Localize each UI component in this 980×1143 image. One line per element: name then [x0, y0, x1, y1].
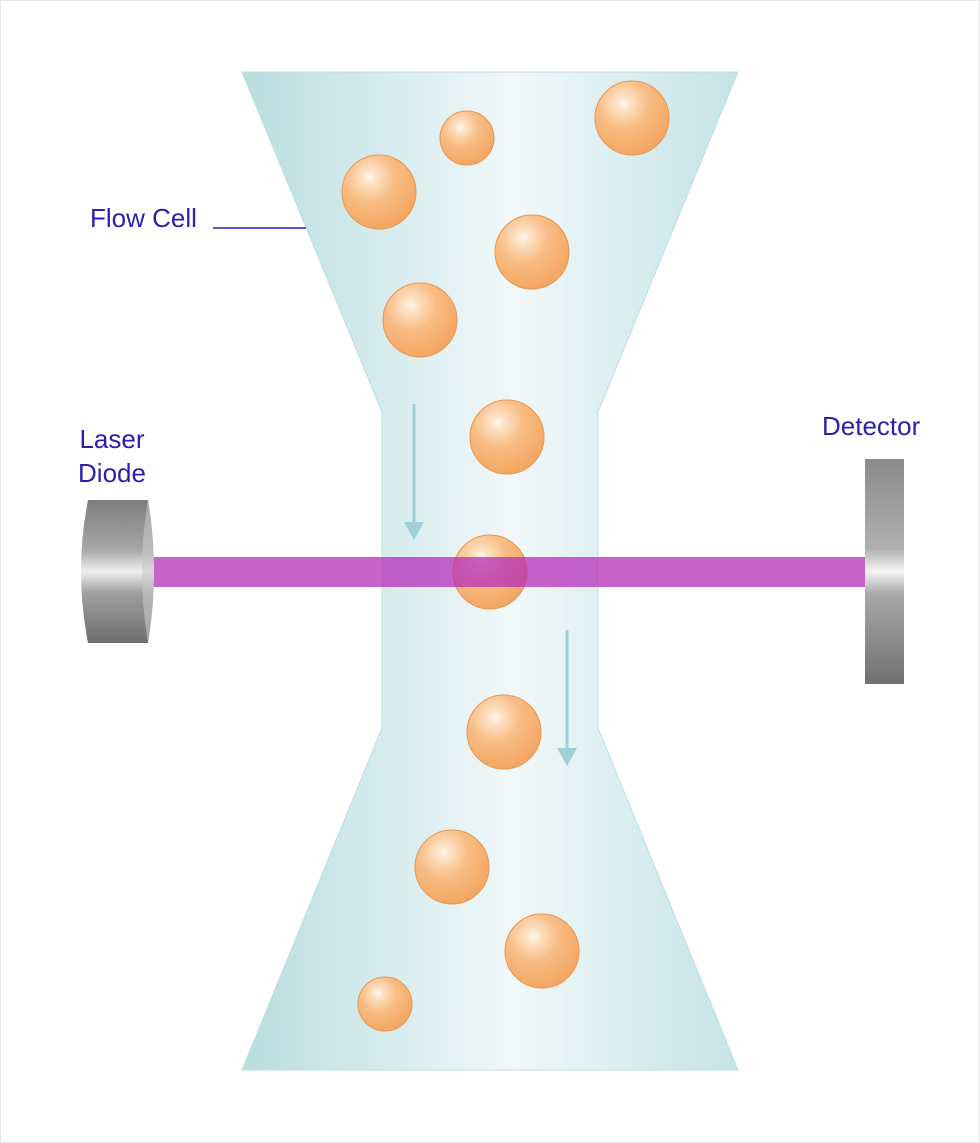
laser-diode-label: Laser Diode — [66, 423, 158, 491]
particle — [504, 913, 580, 989]
particle — [341, 154, 417, 230]
flow-cell-label: Flow Cell — [90, 203, 197, 233]
laser-beam — [152, 557, 868, 587]
particle — [469, 399, 545, 475]
particle — [466, 694, 542, 770]
laser-diode — [81, 500, 154, 643]
flow-arrow-lower — [557, 630, 577, 766]
particle — [414, 829, 490, 905]
particle — [594, 80, 670, 156]
particle — [382, 282, 458, 358]
particle — [494, 214, 570, 290]
detector-label: Detector — [822, 411, 921, 441]
particle — [439, 110, 495, 166]
laser-diode-label-line2: Diode — [78, 457, 146, 488]
particle — [357, 976, 413, 1032]
detector-plate — [865, 459, 904, 684]
particles — [341, 80, 670, 1032]
laser-diode-label-line1: Laser — [79, 424, 145, 454]
flow-arrow-upper — [404, 404, 424, 540]
